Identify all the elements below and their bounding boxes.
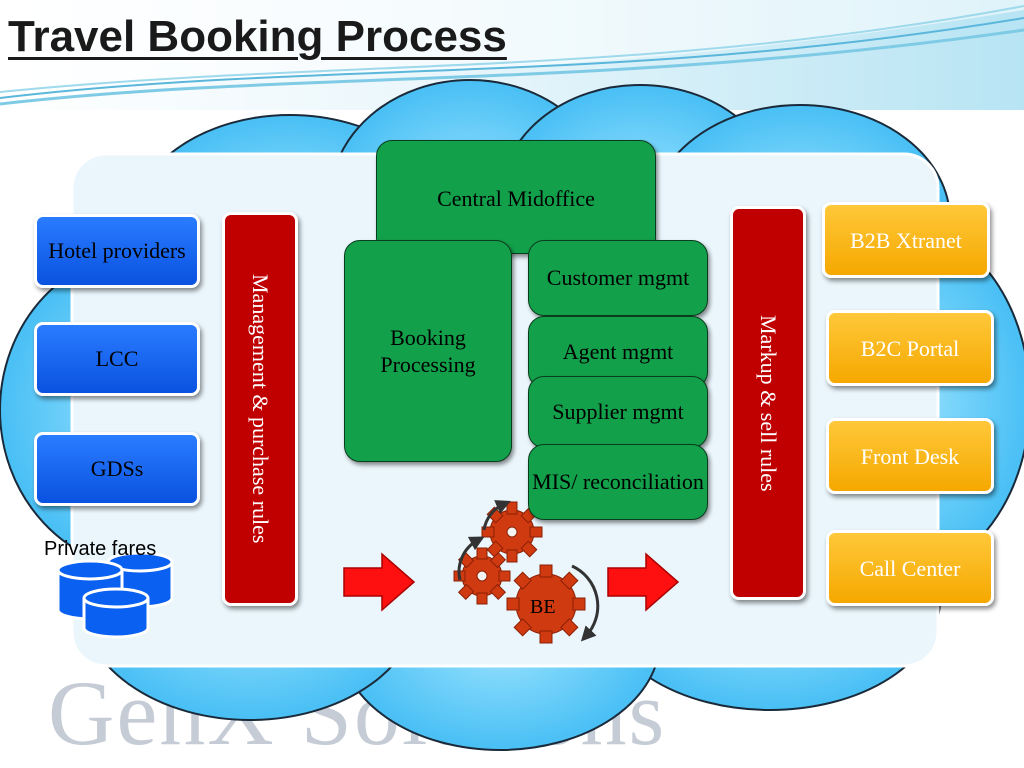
channel-label: B2B Xtranet [850, 228, 962, 253]
supplier-label: LCC [95, 346, 139, 372]
rotation-arrow-icon [571, 564, 600, 642]
header-wave [0, 0, 1024, 110]
rotation-arrow-icon [482, 500, 511, 531]
supplier-hotel-providers: Hotel providers [34, 214, 200, 288]
management-purchase-rules-bar: Management & purchase rules [222, 212, 298, 606]
channel-label: Front Desk [860, 444, 960, 469]
supplier-lcc: LCC [34, 322, 200, 396]
supplier-gdss: GDSs [34, 432, 200, 506]
booking-label: Booking Processing [380, 324, 476, 378]
mis-reconciliation-box: MIS/ reconciliation [528, 444, 708, 520]
bar-label: Management & purchase rules [247, 274, 273, 544]
channel-b2b-xtranet: B2B Xtranet [822, 202, 990, 278]
channel-b2c-portal: B2C Portal [826, 310, 994, 386]
mis-label: MIS/ reconciliation [532, 469, 704, 495]
channel-call-center: Call Center [826, 530, 994, 606]
gear-icon [453, 501, 586, 644]
customer-label: Customer mgmt [546, 265, 690, 291]
page-title: Travel Booking Process [8, 12, 507, 61]
supplier-label: Hotel providers [48, 238, 186, 264]
supplier-mgmt-label: Supplier mgmt [552, 399, 684, 425]
arrow-right-icon [343, 552, 416, 612]
agent-label: Agent mgmt [562, 339, 674, 365]
booking-processing-box: Booking Processing [344, 240, 512, 462]
central-midoffice-box: Central Midoffice [376, 140, 656, 254]
customer-mgmt-box: Customer mgmt [528, 240, 708, 316]
channel-label: B2C Portal [860, 336, 960, 361]
supplier-label: GDSs [90, 456, 144, 482]
arrow-right-icon [607, 552, 680, 612]
supplier-mgmt-box: Supplier mgmt [528, 376, 708, 448]
database-icon [56, 551, 174, 639]
midoffice-label: Central Midoffice [437, 186, 595, 211]
rotation-arrow-icon [457, 536, 485, 581]
booking-engine-label: BE [530, 596, 556, 618]
channel-front-desk: Front Desk [826, 418, 994, 494]
channel-label: Call Center [859, 556, 961, 581]
bar-label: Markup & sell rules [755, 314, 781, 492]
markup-sell-rules-bar: Markup & sell rules [730, 206, 806, 600]
private-fares-label: Private fares [44, 538, 157, 560]
